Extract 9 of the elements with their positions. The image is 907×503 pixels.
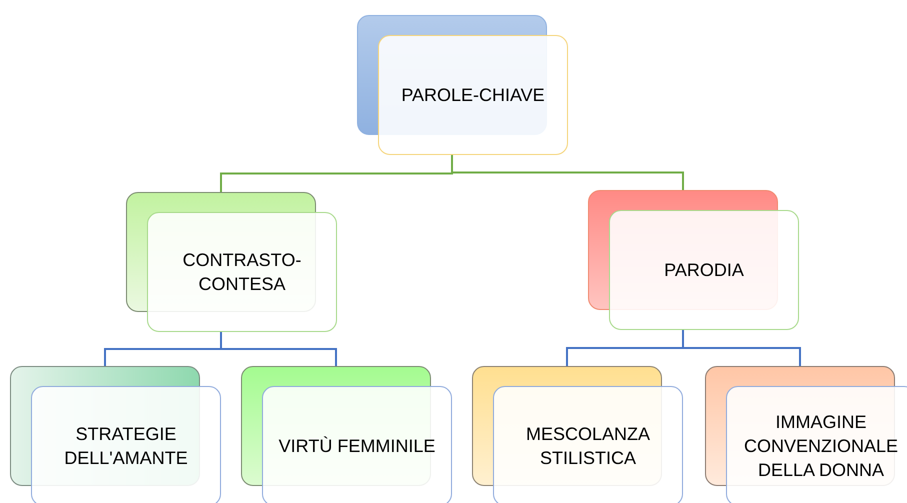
node-text: STRATEGIE DELL'AMANTE [63,422,189,470]
node-text: PAROLE-CHIAVE [401,84,545,107]
node-text: PARODIA [664,258,744,282]
node-text: VIRTÙ FEMMINILE [278,434,436,458]
connector-line [682,330,801,366]
node-text: MESCOLANZA STILISTICA [524,422,652,470]
node-text: CONTRASTO-CONTESA [182,248,302,296]
connector-line [451,155,684,190]
node-text: IMMAGINE CONVENZIONALE DELLA DONNA [742,410,900,482]
